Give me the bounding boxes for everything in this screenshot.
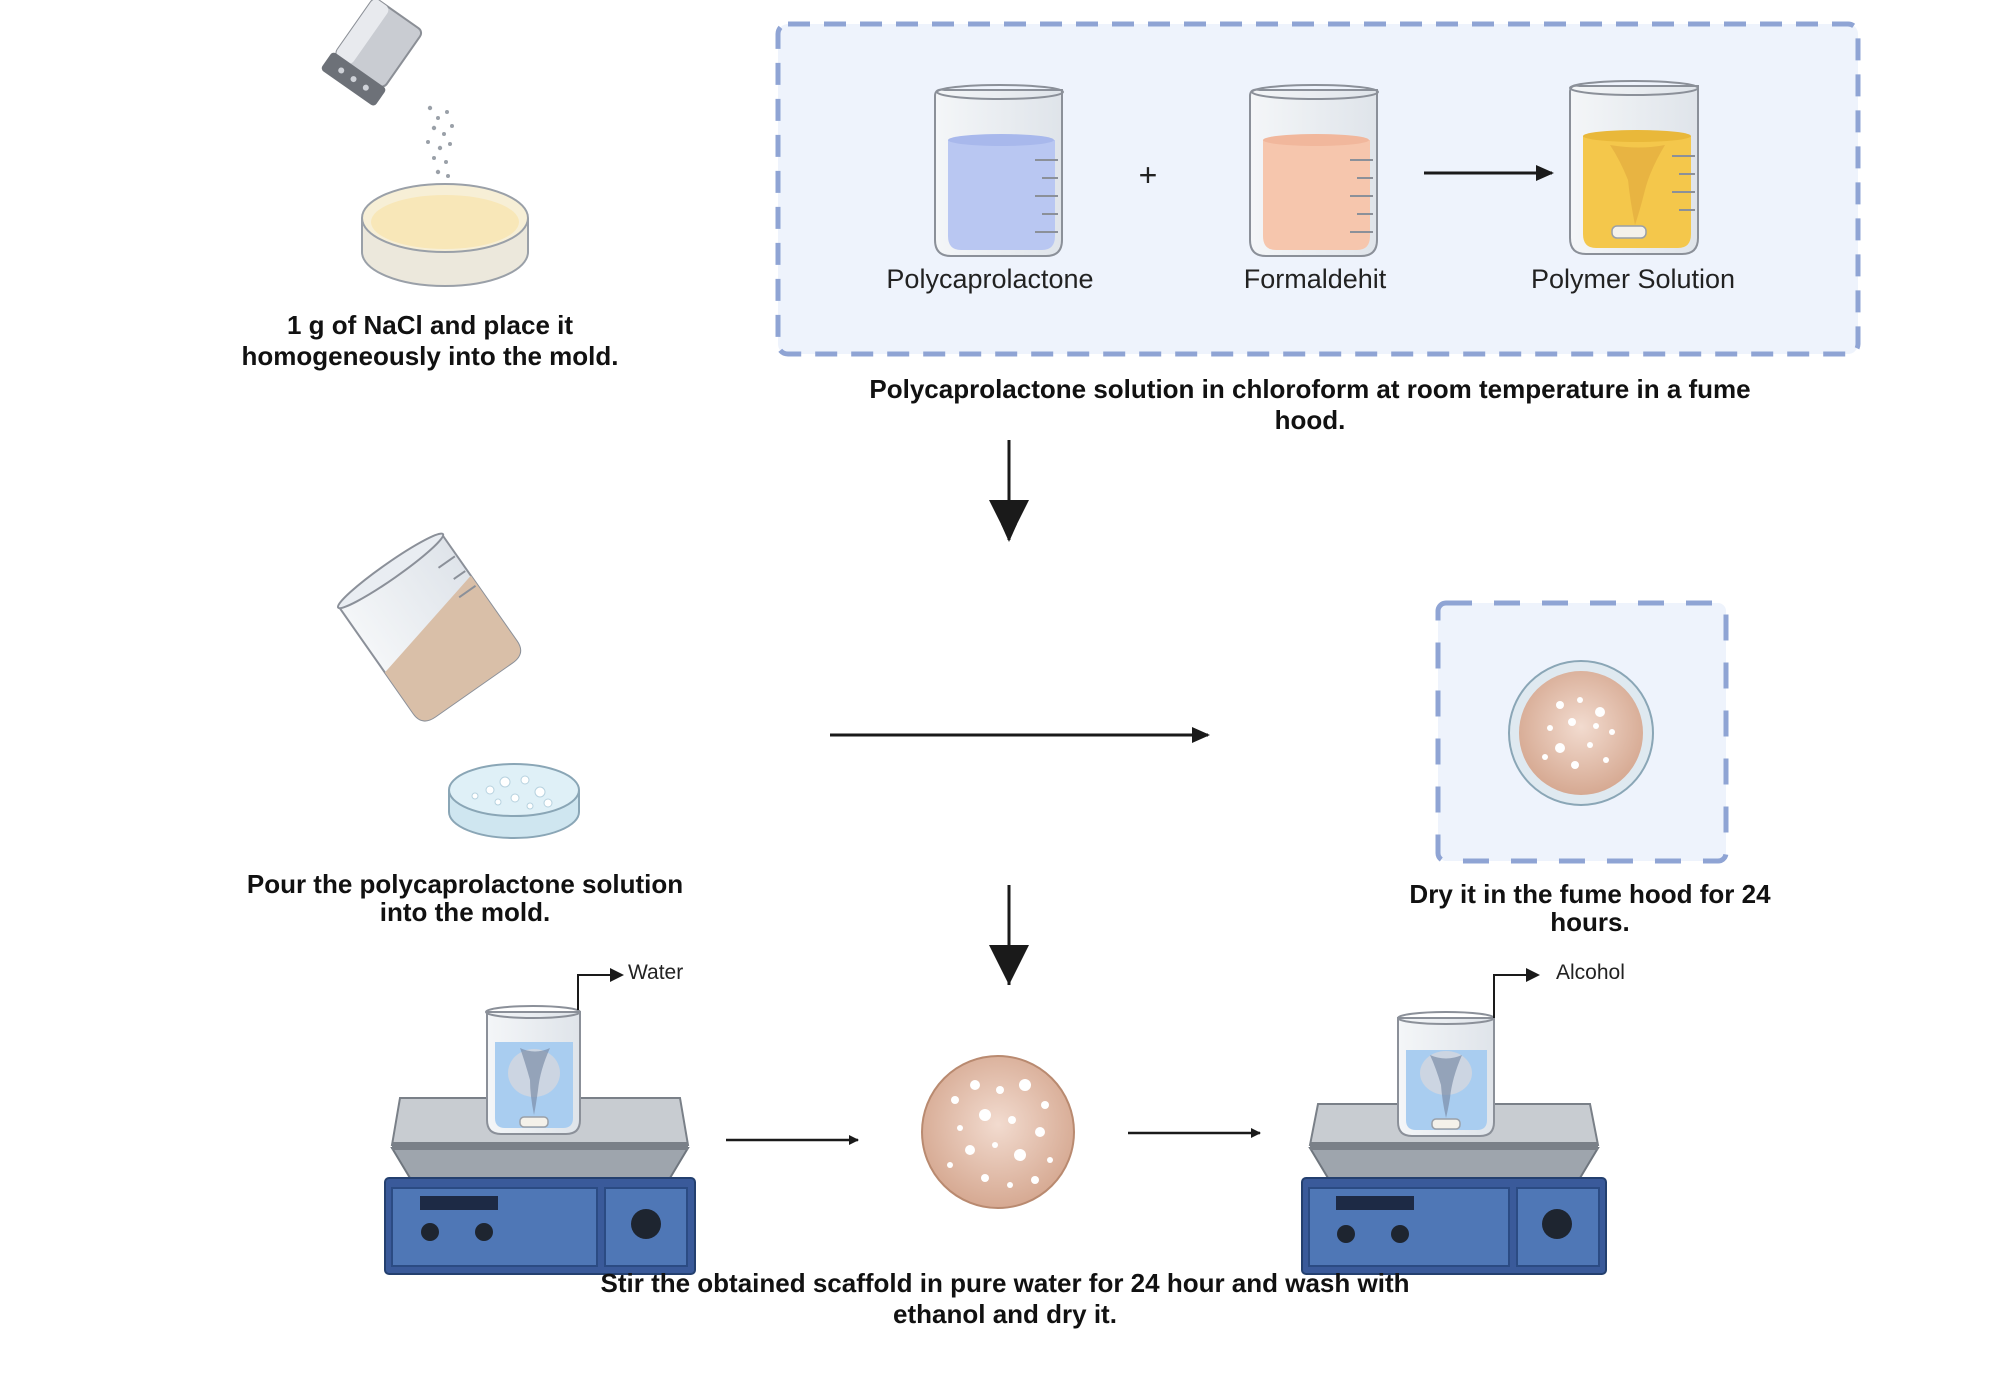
label-polymer-solution: Polymer Solution <box>1530 264 1736 294</box>
scaffold-icon <box>921 1055 1075 1209</box>
label-formaldehyde: Formaldehit <box>1243 264 1387 294</box>
pouring-beaker-icon <box>336 532 522 722</box>
label-alcohol: Alcohol <box>1556 961 1625 984</box>
formaldehyde-beaker-icon <box>1249 84 1379 257</box>
caption-dry-step: Dry it in the fume hood for 24 hours. <box>1409 879 1771 937</box>
alcohol-pointer-head <box>1526 968 1540 982</box>
down-arrow-middle-head <box>989 945 1029 985</box>
label-water: Water <box>628 961 684 984</box>
magnetic-stirrer-water-icon <box>384 1005 696 1275</box>
pcl-beaker-icon <box>934 84 1064 257</box>
caption-solution-step: Polycaprolactone solution in chloroform … <box>869 374 1751 435</box>
label-polycaprolactone: Polycaprolactone <box>886 264 1094 294</box>
water-pointer-head <box>610 968 624 982</box>
magnetic-stirrer-alcohol-icon <box>1301 1011 1607 1275</box>
water-pointer-arrow <box>577 974 612 1010</box>
dried-scaffold-dish-icon <box>1508 660 1654 806</box>
label-plus: + <box>1138 157 1158 193</box>
polymer-solution-beaker-icon <box>1569 80 1699 255</box>
mold-petri-dish-icon <box>448 763 580 839</box>
alcohol-pointer-arrow <box>1493 974 1528 1018</box>
caption-stir-step: Stir the obtained scaffold in pure water… <box>600 1268 1410 1329</box>
caption-salt-step: 1 g of NaCl and place it homogeneously i… <box>241 310 619 371</box>
down-arrow-top-head <box>989 500 1029 540</box>
caption-pour-step: Pour the polycaprolactone solution into … <box>246 869 684 927</box>
petri-dish-icon <box>361 183 529 287</box>
salt-shaker-icon <box>321 0 423 106</box>
